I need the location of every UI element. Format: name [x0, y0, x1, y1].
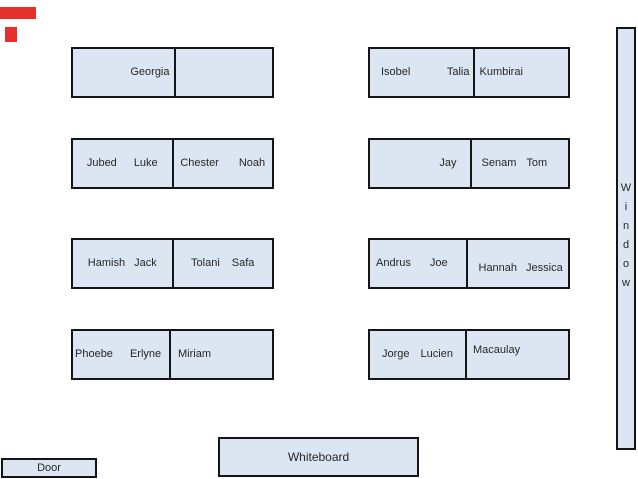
- seat-name: Tolani: [191, 257, 220, 269]
- whiteboard: Whiteboard: [218, 437, 419, 477]
- red-accent-bar: [0, 7, 36, 19]
- desk-left-row1: Georgia: [71, 47, 274, 98]
- seat-name: Jack: [134, 257, 157, 269]
- desk-seat-group: Phoebe Erlyne: [73, 331, 169, 378]
- desk-right-row1: Isobel Talia Kumbirai: [368, 47, 570, 98]
- door: Door: [1, 458, 97, 478]
- window-strip: Window: [616, 27, 636, 450]
- desk-seat-group: Tolani Safa: [171, 240, 273, 287]
- seat-name: Phoebe: [75, 348, 113, 360]
- desk-left-row2: Jubed Luke Chester Noah: [71, 138, 274, 189]
- seat-name: Isobel: [381, 66, 411, 78]
- desk-seat-group: Senam Tom: [469, 140, 569, 187]
- seat-name: Jubed: [86, 157, 117, 169]
- seat-name: Kumbirai: [479, 66, 523, 78]
- desk-seat-group: Jorge Lucien: [370, 331, 465, 378]
- seat-name: Miriam: [178, 348, 211, 360]
- seat-name: Jorge: [382, 348, 410, 360]
- seat-name: Talia: [446, 66, 470, 78]
- red-accent-square: [5, 27, 17, 42]
- seat-name: Hamish: [87, 257, 126, 269]
- desk-seat-group: Andrus Joe: [370, 240, 466, 287]
- seat-name: Joe: [429, 257, 448, 269]
- desk-seat-group: Hamish Jack: [73, 240, 172, 287]
- window-label: Window: [620, 181, 632, 296]
- desk-right-row2: Jay Senam Tom: [368, 138, 570, 189]
- seat-name: Tom: [526, 157, 548, 169]
- desk-seat-group: Isobel Talia: [370, 49, 473, 96]
- desk-left-row4: Phoebe Erlyne Miriam: [71, 329, 274, 380]
- seat-name: Chester: [180, 157, 219, 169]
- door-label: Door: [37, 462, 61, 474]
- desk-seat-group: Georgia: [73, 49, 174, 96]
- desk-right-row3: Andrus Joe Hannah Jessica: [368, 238, 570, 289]
- desk-seat-group: Macaulay: [465, 331, 568, 378]
- seat-name: Macaulay: [473, 343, 521, 356]
- seat-name: Erlyne: [129, 348, 162, 360]
- desk-seat-group: Hannah Jessica: [465, 240, 569, 287]
- desk-seat-group: Jay: [370, 140, 470, 187]
- desk-left-row3: Hamish Jack Tolani Safa: [71, 238, 274, 289]
- seat-name: Jessica: [526, 261, 563, 274]
- seat-name: Lucien: [420, 348, 453, 360]
- desk-seat-group-empty: [173, 49, 273, 96]
- seat-name: Andrus: [376, 257, 411, 269]
- seat-name: Georgia: [130, 66, 170, 78]
- seat-name: Hannah: [478, 261, 518, 274]
- desk-seat-group: Miriam: [169, 331, 272, 378]
- whiteboard-label: Whiteboard: [287, 450, 350, 464]
- seat-name: Jay: [439, 157, 457, 169]
- seat-name: Senam: [481, 157, 517, 169]
- seat-name: Noah: [238, 157, 266, 169]
- desk-seat-group: Kumbirai: [472, 49, 569, 96]
- desk-seat-group: Chester Noah: [171, 140, 273, 187]
- desk-seat-group: Jubed Luke: [73, 140, 172, 187]
- seat-name: Safa: [231, 257, 255, 269]
- desk-right-row4: Jorge Lucien Macaulay: [368, 329, 570, 380]
- seat-name: Luke: [133, 157, 158, 169]
